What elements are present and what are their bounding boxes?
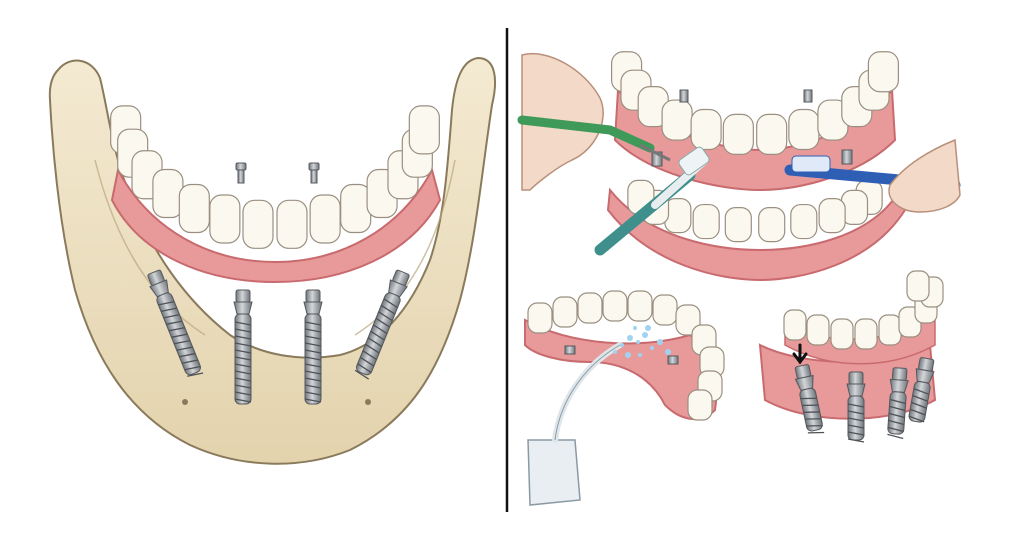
bridge-tooth-9	[906, 270, 930, 302]
arch-tooth-1	[527, 302, 553, 334]
right-hand	[888, 138, 961, 213]
abutment-4	[841, 149, 853, 165]
exposed-implant-1	[794, 364, 825, 434]
water-droplet-7	[638, 353, 642, 357]
panel-removed-bridge	[758, 270, 944, 443]
mental-foramen-left	[182, 399, 188, 405]
prosthesis-screw-2	[308, 162, 320, 184]
arch-tooth-11	[687, 389, 713, 421]
upper-tooth-6	[722, 113, 754, 155]
jawbone-ridge-shading	[94, 159, 456, 336]
water-droplet-6	[625, 352, 631, 358]
abutment-1	[679, 89, 689, 103]
implant-4	[354, 269, 410, 380]
lower-tooth-6	[724, 207, 752, 243]
exposed-implants	[794, 357, 935, 443]
implant-3	[303, 289, 323, 405]
bridge-tooth-4	[854, 318, 878, 350]
bridge-tooth-5	[878, 314, 902, 346]
mental-foramen-right	[365, 399, 371, 405]
denture-tooth-14	[408, 105, 440, 155]
upper-tooth-12	[867, 51, 899, 93]
bridge-tooth-3	[830, 318, 854, 350]
arch-tooth-6	[652, 294, 678, 326]
arch-tooth-4	[602, 290, 628, 322]
exposed-implant-4	[908, 357, 935, 423]
water-droplet-12	[665, 349, 671, 355]
denture-tooth-6	[209, 194, 241, 244]
lower-tooth-7	[692, 203, 720, 240]
panel-all-on-4-jaw	[48, 56, 497, 465]
upper-tooth-8	[788, 108, 820, 151]
toothbrush-blue-head	[791, 155, 831, 173]
exposed-implant-3	[887, 367, 909, 440]
denture-tooth-10	[340, 183, 372, 234]
arch-tooth-3	[577, 292, 603, 324]
denture-gum-base	[110, 167, 442, 284]
water-flosser-nozzle-outline	[554, 344, 621, 441]
removed-bridge-teeth	[783, 270, 944, 350]
abutment-2	[803, 89, 813, 103]
water-droplet-5	[650, 346, 654, 350]
arch-tooth-2	[552, 296, 578, 328]
upper-tooth-5	[690, 108, 722, 151]
lower-tooth-5	[758, 207, 786, 243]
prosthesis-screw-1	[235, 162, 247, 184]
water-spray	[613, 325, 671, 358]
bridge-tooth-2	[806, 314, 830, 346]
arch-teeth	[527, 290, 725, 421]
lower-tooth-3	[818, 198, 846, 234]
arch-tooth-7	[675, 304, 701, 336]
denture-tooth-8	[276, 199, 308, 249]
denture-tooth-5	[178, 183, 210, 234]
water-flosser-body	[527, 439, 581, 506]
water-droplet-3	[636, 340, 640, 344]
lower-tooth-4	[790, 203, 818, 240]
upper-tooth-7	[756, 113, 788, 155]
panel-brushing	[517, 51, 961, 282]
panel-water-flosser	[524, 290, 725, 506]
denture-tooth-4	[152, 168, 184, 219]
bridge-teeth	[611, 51, 899, 243]
denture-tooth-9	[309, 194, 341, 244]
jawbone	[48, 56, 497, 465]
water-droplet-11	[633, 326, 637, 330]
implant-2	[233, 289, 253, 405]
interdental-brush-tip	[639, 143, 671, 162]
arch-tooth-5	[627, 290, 653, 322]
abutment-floss-2	[667, 355, 679, 365]
toothbrush-teal-head	[678, 146, 710, 176]
exposed-implant-2	[846, 371, 866, 443]
water-droplet-4	[642, 332, 648, 338]
bridge-tooth-1	[783, 309, 807, 341]
down-arrow-icon	[792, 343, 808, 365]
implant-set	[147, 269, 410, 405]
denture-tooth-7	[242, 199, 274, 249]
water-droplet-1	[620, 343, 624, 347]
implant-1	[147, 269, 204, 377]
water-droplet-8	[657, 339, 663, 345]
upper-tooth-4	[661, 99, 693, 141]
denture-teeth	[110, 105, 440, 249]
abutment-floss-1	[564, 345, 576, 355]
water-droplet-2	[627, 335, 633, 341]
water-droplet-10	[645, 325, 651, 331]
water-droplet-9	[613, 350, 617, 354]
interdental-brush	[517, 115, 655, 153]
